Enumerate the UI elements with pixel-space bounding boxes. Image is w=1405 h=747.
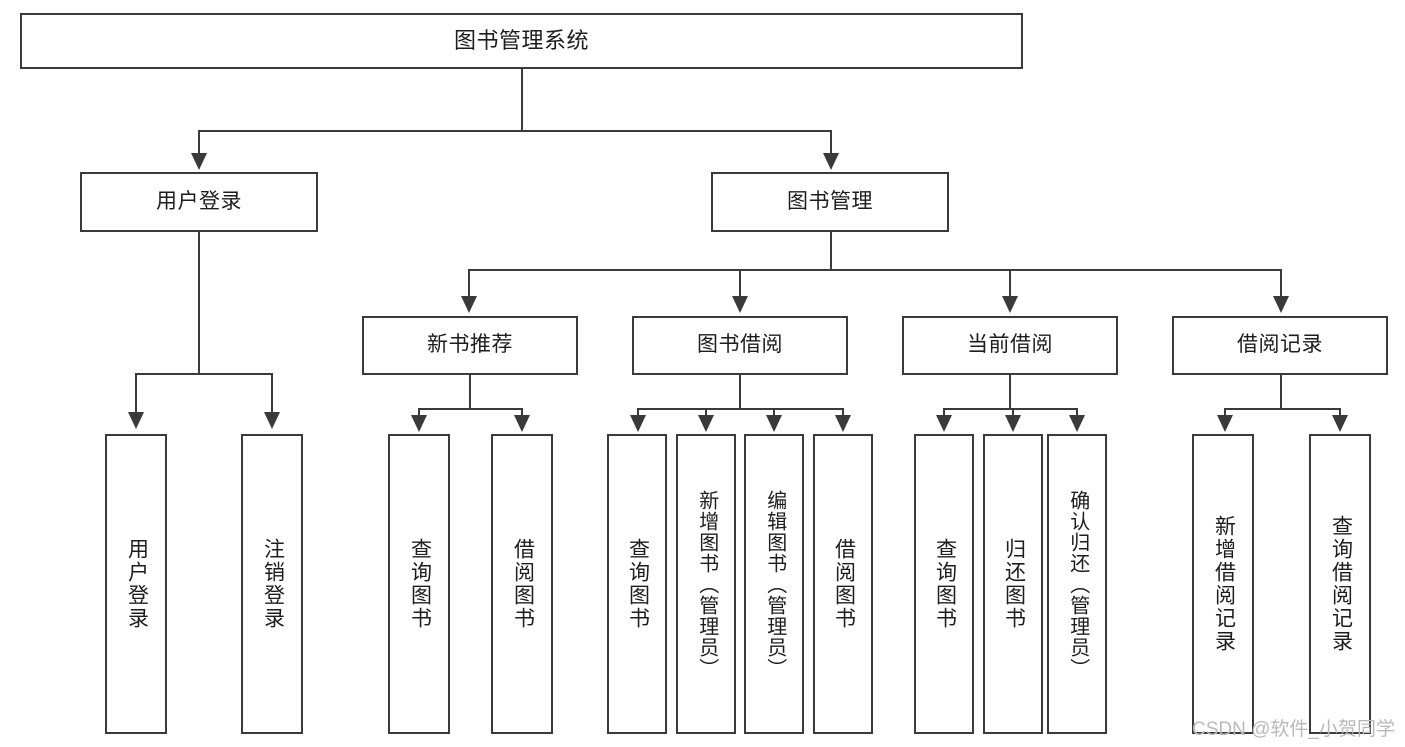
node-book-management-system[interactable]: 图书管理系统	[20, 13, 1023, 69]
node-label: 新增图书（管理员）	[695, 489, 718, 679]
connector-root-to-book-management	[830, 130, 832, 154]
node-label: 查询图书	[933, 538, 957, 630]
node-label: 新书推荐	[427, 333, 513, 357]
arrowhead-leaf-return-book	[1005, 415, 1021, 432]
node-label: 当前借阅	[967, 333, 1053, 357]
node-user-login[interactable]: 用户登录	[80, 172, 318, 232]
node-borrow-record[interactable]: 借阅记录	[1172, 316, 1388, 375]
connector-current-borrow-stem	[1009, 375, 1011, 409]
node-leaf-borrow-book-new-recommend[interactable]: 借阅图书	[491, 434, 553, 734]
arrowhead-new-book-recommend	[461, 296, 477, 313]
connector-root-bus	[198, 130, 832, 132]
connector-to-new-book-recommend	[468, 269, 470, 297]
arrowhead-current-borrow	[1002, 296, 1018, 313]
connector-current-borrow-bus	[943, 408, 1078, 410]
node-label: 确认归还（管理员）	[1066, 489, 1089, 679]
node-label: 查询借阅记录	[1329, 515, 1353, 653]
connector-user-login-right-drop	[271, 373, 273, 413]
connector-borrow-record-stem	[1280, 375, 1282, 409]
connector-br-drop-2	[1339, 408, 1341, 418]
node-label: 用户登录	[156, 189, 242, 213]
node-label: 借阅图书	[832, 538, 856, 630]
node-label: 借阅图书	[511, 538, 535, 630]
node-book-management[interactable]: 图书管理	[711, 172, 949, 232]
node-current-borrow[interactable]: 当前借阅	[902, 316, 1118, 375]
node-label: 查询图书	[408, 538, 432, 630]
node-label: 查询图书	[626, 538, 650, 630]
connector-to-current-borrow	[1009, 269, 1011, 297]
arrowhead-leaf-add-record	[1217, 415, 1233, 432]
connector-new-book-recommend-bus	[418, 408, 523, 410]
arrowhead-user-login	[191, 153, 207, 170]
node-leaf-query-borrow-record[interactable]: 查询借阅记录	[1309, 434, 1371, 734]
node-label: 注销登录	[261, 538, 285, 630]
connector-root-to-user-login	[198, 130, 200, 154]
csdn-watermark: CSDN @软件_小贺同学	[1192, 719, 1395, 740]
connector-cb-drop-2	[1012, 408, 1014, 418]
connector-nbr-drop-2	[521, 408, 523, 418]
arrowhead-leaf-confirm-return	[1069, 415, 1085, 432]
arrowhead-book-borrow	[732, 296, 748, 313]
node-label: 用户登录	[125, 538, 149, 630]
node-label: 新增借阅记录	[1212, 515, 1236, 653]
arrowhead-leaf-borrow-book-1	[514, 415, 530, 432]
connector-nbr-drop-1	[418, 408, 420, 418]
node-leaf-query-book-borrow[interactable]: 查询图书	[607, 434, 667, 734]
arrowhead-leaf-user-login	[128, 412, 144, 429]
arrowhead-leaf-query-book-3	[936, 415, 952, 432]
connector-new-book-recommend-stem	[469, 375, 471, 409]
arrowhead-borrow-record	[1273, 296, 1289, 313]
arrowhead-leaf-query-book-1	[411, 415, 427, 432]
connector-cb-drop-3	[1076, 408, 1078, 418]
node-leaf-return-book[interactable]: 归还图书	[983, 434, 1043, 734]
connector-bb-drop-2	[705, 408, 707, 418]
connector-bb-drop-1	[637, 408, 639, 418]
node-label: 图书借阅	[697, 333, 783, 357]
connector-to-book-borrow	[739, 269, 741, 297]
node-label: 归还图书	[1002, 538, 1026, 630]
connector-book-borrow-stem	[739, 375, 741, 409]
connector-root-stem	[521, 69, 523, 131]
node-leaf-edit-book-admin[interactable]: 编辑图书（管理员）	[744, 434, 804, 734]
connector-br-drop-1	[1224, 408, 1226, 418]
connector-book-management-bus	[468, 269, 1282, 271]
node-leaf-add-book-admin[interactable]: 新增图书（管理员）	[676, 434, 736, 734]
node-leaf-logout-login[interactable]: 注销登录	[241, 434, 303, 734]
arrowhead-leaf-logout-login	[264, 412, 280, 429]
connector-bb-drop-3	[773, 408, 775, 418]
connector-book-management-stem	[830, 232, 832, 270]
node-leaf-user-login[interactable]: 用户登录	[105, 434, 167, 734]
node-label: 编辑图书（管理员）	[763, 489, 786, 679]
connector-user-login-left-drop	[135, 373, 137, 413]
connector-bb-drop-4	[842, 408, 844, 418]
arrowhead-leaf-add-book	[698, 415, 714, 432]
arrowhead-leaf-query-record	[1332, 415, 1348, 432]
node-leaf-add-borrow-record[interactable]: 新增借阅记录	[1192, 434, 1254, 734]
arrowhead-leaf-query-book-2	[630, 415, 646, 432]
connector-cb-drop-1	[943, 408, 945, 418]
node-leaf-query-book-new-recommend[interactable]: 查询图书	[388, 434, 450, 734]
connector-user-login-bus	[135, 373, 272, 375]
node-leaf-confirm-return-admin[interactable]: 确认归还（管理员）	[1047, 434, 1107, 734]
connector-borrow-record-bus	[1224, 408, 1341, 410]
node-label: 图书管理	[787, 189, 873, 213]
arrowhead-leaf-borrow-book-2	[835, 415, 851, 432]
node-leaf-query-book-current[interactable]: 查询图书	[914, 434, 974, 734]
arrowhead-book-management	[823, 153, 839, 170]
node-leaf-borrow-book-borrow[interactable]: 借阅图书	[813, 434, 873, 734]
node-book-borrow[interactable]: 图书借阅	[632, 316, 848, 375]
connector-to-borrow-record	[1280, 269, 1282, 297]
arrowhead-leaf-edit-book	[766, 415, 782, 432]
node-label: 借阅记录	[1237, 333, 1323, 357]
node-new-book-recommend[interactable]: 新书推荐	[362, 316, 578, 375]
node-label: 图书管理系统	[453, 28, 589, 54]
connector-book-borrow-bus	[637, 408, 844, 410]
connector-user-login-stem	[198, 232, 200, 374]
